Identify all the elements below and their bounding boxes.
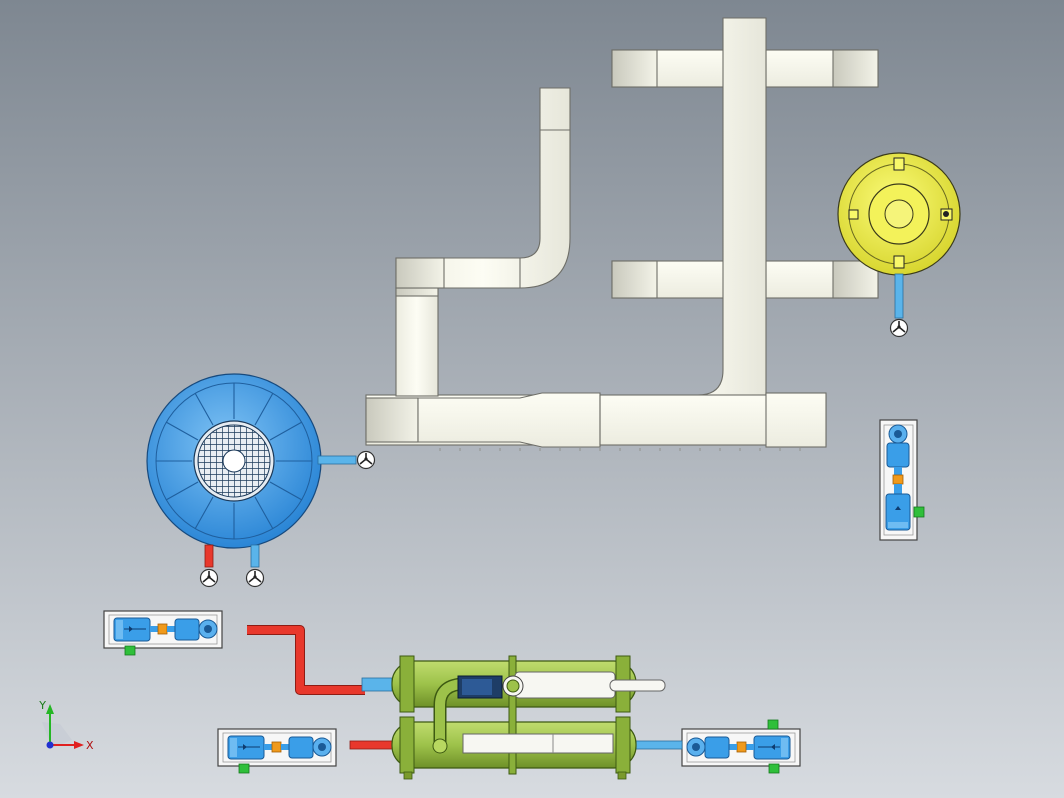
- pump-unit-lower-right[interactable]: [681, 728, 801, 774]
- duct-end-cap: [611, 49, 658, 88]
- pump-unit-lower-left[interactable]: [217, 728, 337, 774]
- duct-end-cap: [611, 260, 658, 299]
- duct-end-cap: [365, 397, 419, 443]
- pump-unit-vertical-right[interactable]: [879, 419, 925, 541]
- valve-icon[interactable]: [199, 568, 219, 588]
- valve-icon[interactable]: [889, 318, 909, 338]
- tank-outlet-pipe: [894, 273, 904, 319]
- duct-hatch: [439, 448, 801, 451]
- hot-water-pipe-lower: [349, 740, 393, 750]
- coordinate-triad: Y X: [38, 699, 94, 752]
- valve-icon[interactable]: [356, 450, 376, 470]
- round-cooling-tower[interactable]: [146, 373, 322, 549]
- pump-unit-upper-left[interactable]: [103, 610, 223, 656]
- duct-end-cap: [832, 260, 879, 299]
- yellow-round-tank[interactable]: [837, 152, 961, 276]
- cold-water-pipe-right: [633, 740, 683, 750]
- y-axis-label: Y: [38, 699, 46, 712]
- duct-end-cap: [832, 49, 879, 88]
- tower-side-pipe: [317, 455, 357, 465]
- tower-cold-pipe: [250, 544, 260, 568]
- duct-reducer: [417, 392, 601, 448]
- x-axis-label: X: [86, 739, 94, 752]
- double-shell-heat-exchanger[interactable]: [391, 655, 666, 780]
- left-riser-duct: [395, 287, 439, 397]
- terminal-box: [767, 719, 779, 730]
- hot-water-pipe-upper: [247, 625, 393, 695]
- tower-hot-pipe: [204, 544, 214, 568]
- air-duct-assembly[interactable]: [365, 17, 879, 448]
- valve-icon[interactable]: [245, 568, 265, 588]
